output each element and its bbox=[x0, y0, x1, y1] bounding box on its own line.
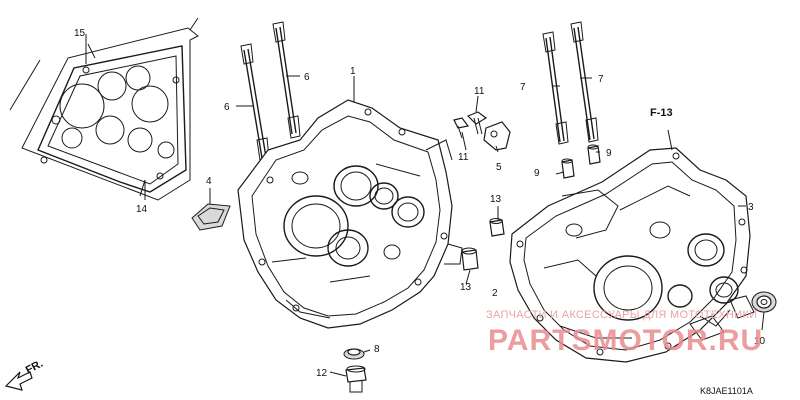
bolt-11-upper bbox=[466, 111, 488, 135]
callout-12: 12 bbox=[316, 368, 328, 379]
front-direction-arrow: FR. bbox=[4, 358, 45, 391]
callout-9-right: 9 bbox=[606, 148, 612, 159]
leader-lines bbox=[85, 34, 765, 377]
callout-3: 3 bbox=[748, 202, 754, 213]
callout-8: 8 bbox=[374, 344, 380, 355]
washer-8 bbox=[343, 348, 365, 360]
watermark-tagline: ЗАПЧАСТИ И АКСЕССУАРЫ ДЛЯ МОТОТЕХНИКИ bbox=[486, 309, 757, 321]
dowel-pin-13-right bbox=[489, 218, 505, 237]
drain-bolt-12 bbox=[345, 365, 367, 393]
callout-11-lower: 11 bbox=[458, 152, 469, 163]
front-direction-label: FR. bbox=[24, 358, 45, 377]
callout-4: 4 bbox=[206, 176, 212, 187]
crankcase-gasket-14 bbox=[21, 27, 199, 201]
callout-13-left: 13 bbox=[460, 282, 472, 293]
stud-bolt-6-left bbox=[240, 43, 270, 161]
bolt-11-lower bbox=[453, 117, 470, 139]
callout-7-left: 7 bbox=[520, 82, 526, 93]
dowel-pin-13-left bbox=[461, 247, 479, 271]
callout-1: 1 bbox=[350, 66, 356, 77]
dowel-pin-9-right bbox=[587, 144, 601, 165]
callout-7-right: 7 bbox=[598, 74, 604, 85]
stud-bolt-6-right bbox=[272, 21, 301, 139]
right-crankcase-2 bbox=[509, 147, 755, 363]
callout-6-right: 6 bbox=[304, 72, 310, 83]
diagram-code: K8JAE1101A bbox=[700, 386, 753, 396]
callout-2: 2 bbox=[492, 288, 498, 299]
stud-bolt-7-right bbox=[570, 21, 599, 143]
callout-13-right: 13 bbox=[490, 194, 502, 205]
callout-11-upper: 11 bbox=[474, 86, 485, 97]
callout-6-left: 6 bbox=[224, 102, 230, 113]
left-crankcase-1 bbox=[237, 99, 463, 329]
reference-f13: F-13 bbox=[650, 107, 673, 119]
callout-5: 5 bbox=[496, 162, 502, 173]
watermark-logo: PARTSMOTOR.RU bbox=[488, 324, 763, 357]
callout-15: 15 bbox=[74, 28, 86, 39]
setting-plate-5 bbox=[483, 121, 511, 151]
gasket-4 bbox=[191, 192, 231, 231]
watermark: ЗАПЧАСТИ И АКСЕССУАРЫ ДЛЯ МОТОТЕХНИКИ PA… bbox=[486, 309, 763, 357]
stud-bolt-7-left bbox=[542, 31, 569, 145]
callout-14: 14 bbox=[136, 204, 148, 215]
callout-9-left: 9 bbox=[534, 168, 540, 179]
callout-10: 10 bbox=[754, 336, 766, 347]
dowel-pin-9-left bbox=[561, 158, 575, 179]
